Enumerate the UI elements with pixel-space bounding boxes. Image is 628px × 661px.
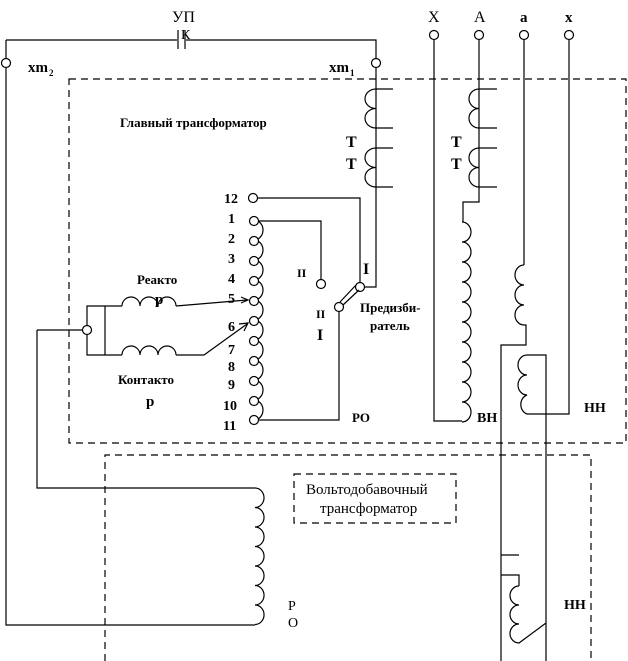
label-reactor-1: Реакто: [137, 272, 177, 287]
hv-winding: [461, 221, 472, 423]
hv-lv-terminals: [428, 29, 575, 41]
label-reactor-2: р: [155, 292, 163, 308]
terminal-A: [473, 29, 485, 41]
tap-5: [248, 295, 260, 307]
terminal-a: [518, 29, 530, 41]
common-terminal: [81, 324, 93, 336]
label-tt2-b: Т: [451, 156, 462, 173]
label-contactor-1: Контакто: [118, 372, 174, 387]
booster-ro-winding: [254, 487, 265, 626]
tap-label-8: 8: [228, 360, 235, 375]
terminal-label-x: x: [565, 10, 573, 26]
label-preselector-2: ратель: [370, 318, 410, 333]
tap-label-11: 11: [223, 419, 236, 434]
tap-label-1: 1: [228, 212, 235, 227]
up-circuit: [0, 30, 382, 626]
lv-winding-a: [500, 264, 527, 661]
terminal-label-a: a: [520, 10, 528, 26]
tap-label-12: 12: [224, 192, 238, 207]
label-preselector-1: Предизби-: [360, 300, 421, 315]
label-k: К: [181, 28, 191, 43]
label-ro-booster-2: О: [288, 616, 298, 631]
label-booster-1: Вольтодобавочный: [306, 482, 428, 498]
current-transformer-1: [364, 88, 393, 188]
tap-8: [248, 355, 260, 367]
tap-label-5: 5: [228, 292, 235, 307]
label-pos-II-lower: II: [316, 307, 326, 321]
booster-label-box: [293, 473, 457, 524]
tap-label-6: 6: [228, 320, 235, 335]
main-transformer-enclosure: [68, 78, 627, 444]
label-xm2: xm: [28, 60, 49, 76]
lv-winding-main: [517, 354, 547, 661]
tap-label-4: 4: [228, 272, 235, 287]
current-transformer-2: [468, 88, 497, 188]
terminal-x: [563, 29, 575, 41]
tap-12: [247, 192, 259, 204]
tap-9: [248, 375, 260, 387]
terminal-xm2: [0, 57, 12, 69]
tap-11: [248, 414, 260, 426]
label-nn-booster: НН: [564, 598, 586, 613]
label-vn: ВН: [477, 411, 497, 426]
label-xm1-sub: 1: [350, 68, 355, 78]
tap-6: [248, 315, 260, 327]
label-up: УП: [172, 9, 195, 26]
terminal-xm1: [370, 57, 382, 69]
label-pos-I-lower: I: [317, 327, 323, 344]
label-main-transformer: Главный трансформатор: [120, 115, 267, 130]
label-booster-2: трансформатор: [320, 501, 417, 517]
label-xm2-sub: 2: [49, 68, 54, 78]
tap-10: [248, 395, 260, 407]
terminal-label-A: A: [474, 9, 486, 26]
tap-winding: [247, 192, 264, 426]
tap-label-9: 9: [228, 378, 235, 393]
terminal-label-X: X: [428, 9, 440, 26]
booster-nn-winding: [501, 574, 547, 644]
label-nn-main: НН: [584, 401, 606, 416]
tap-label-2: 2: [228, 232, 235, 247]
label-contactor-2: р: [146, 394, 154, 410]
label-pos-II-left: II: [297, 266, 307, 280]
tap-2: [248, 235, 260, 247]
label-ro-main: РО: [352, 410, 370, 425]
tap-label-7: 7: [228, 343, 235, 358]
label-tt2-a: Т: [451, 134, 462, 151]
tap-7: [248, 335, 260, 347]
label-tt1-a: Т: [346, 134, 357, 151]
label-tt1-b: Т: [346, 156, 357, 173]
tap-3: [248, 255, 260, 267]
selector-contact-II: [315, 278, 327, 290]
label-ro-booster-1: Р: [288, 599, 296, 614]
terminal-X: [428, 29, 440, 41]
tap-label-3: 3: [228, 252, 235, 267]
tap-4: [248, 275, 260, 287]
tap-label-10: 10: [223, 399, 237, 414]
label-pos-I-top: I: [363, 261, 369, 278]
label-xm1: xm: [329, 60, 350, 76]
reactor-contactor-circuit: [36, 296, 255, 489]
booster-transformer-enclosure: [104, 454, 592, 661]
preselector-switch: [333, 281, 366, 313]
tap-1: [248, 215, 260, 227]
